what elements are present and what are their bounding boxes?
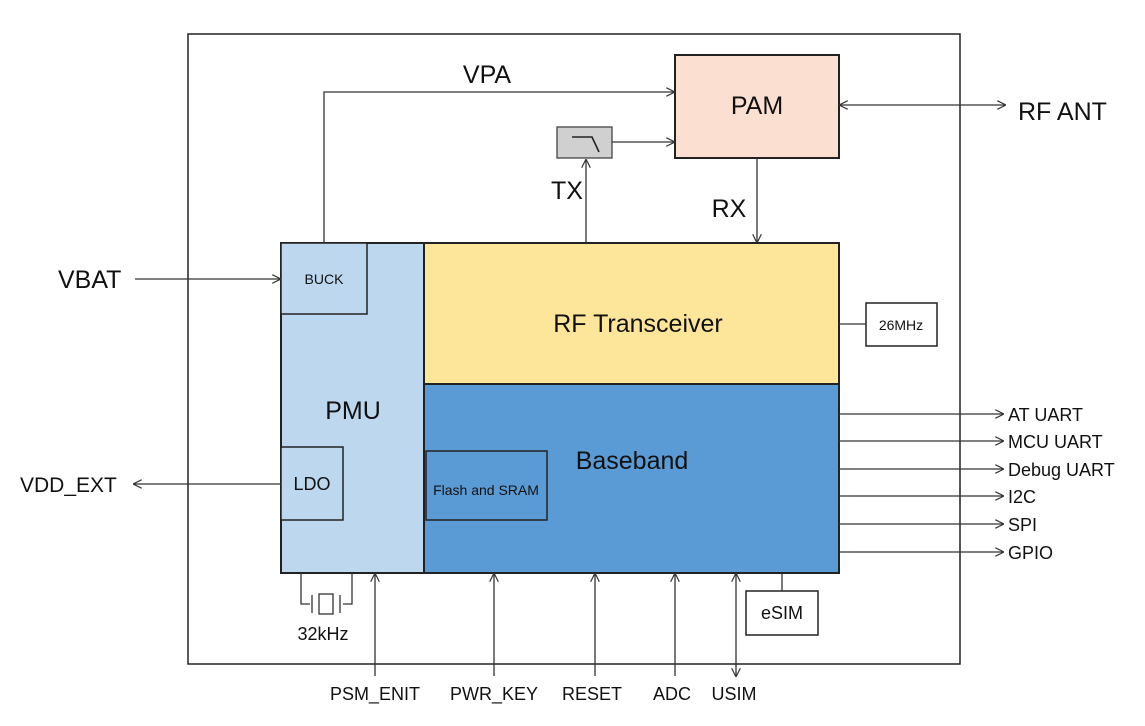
flash-sram-block	[425, 450, 548, 521]
ldo-label: LDO	[293, 474, 330, 494]
flash-sram-label: Flash and SRAM	[433, 482, 539, 498]
crystal-26mhz-label: 26MHz	[879, 317, 923, 333]
crystal-32khz-label: 32kHz	[297, 624, 348, 644]
pam-block	[674, 54, 840, 159]
pam-label: PAM	[731, 92, 783, 120]
esim-label: eSIM	[761, 603, 803, 623]
pin-label: ADC	[653, 684, 691, 704]
tx-label: TX	[551, 177, 583, 205]
rf-transceiver-label: RF Transceiver	[553, 310, 722, 338]
interface-label: MCU UART	[1008, 432, 1103, 452]
pin-label: PSM_ENIT	[330, 684, 420, 705]
interface-label: AT UART	[1008, 405, 1083, 425]
vpa-label: VPA	[463, 61, 511, 89]
ldo-block	[280, 446, 344, 521]
interface-label: SPI	[1008, 515, 1037, 535]
filter-block	[556, 126, 613, 159]
crystal-32khz-icon	[300, 573, 353, 615]
interface-label: GPIO	[1008, 543, 1053, 563]
pmu-label: PMU	[325, 397, 381, 425]
vbat-label: VBAT	[58, 266, 121, 294]
interface-label: Debug UART	[1008, 460, 1115, 480]
interface-label: I2C	[1008, 487, 1036, 507]
vdd-ext-label: VDD_EXT	[20, 474, 117, 497]
pin-label: USIM	[712, 684, 757, 704]
baseband-label: Baseband	[576, 447, 689, 475]
pin-label: RESET	[562, 684, 622, 704]
pin-label: PWR_KEY	[450, 684, 538, 705]
buck-label: BUCK	[305, 271, 345, 287]
buck-block	[280, 242, 368, 315]
rf-ant-label: RF ANT	[1018, 98, 1107, 126]
lowpass-icon	[572, 136, 600, 153]
rx-label: RX	[712, 195, 747, 223]
